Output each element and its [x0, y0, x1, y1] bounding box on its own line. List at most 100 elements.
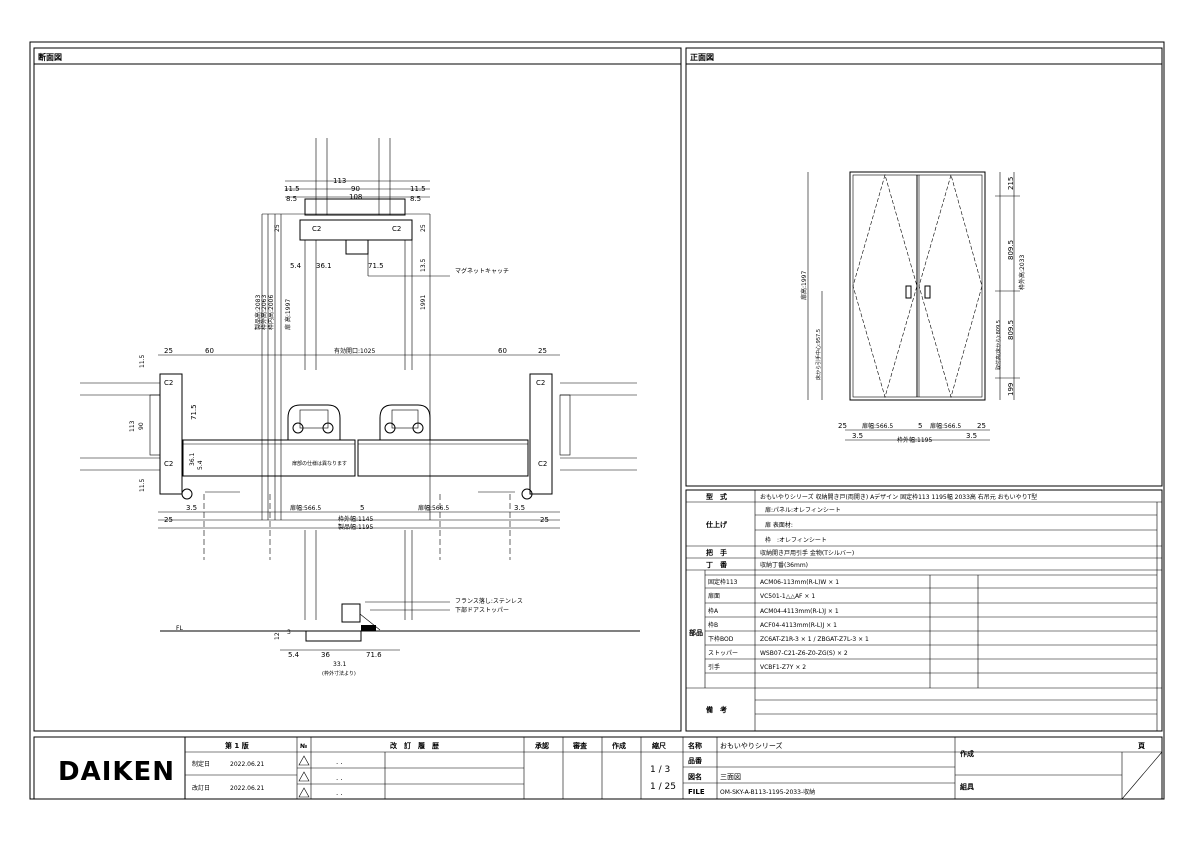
spec-handle-value: 収納開き戸用引手 金物(Tシルバー): [760, 549, 854, 557]
dim-c2-right: C2: [392, 225, 401, 233]
section-plan: 25 60 有効開口:1025 60 25 11.5 C2 71.5 113: [80, 347, 637, 560]
dim-11-5-left: 11.5: [284, 185, 300, 193]
elev-bottom-25-right: 25: [977, 422, 986, 430]
spec-notes-label: 備 考: [706, 705, 727, 714]
part-code: ZC6AT-Z1R-3 × 1 / ZBGAT-Z7L-3 × 1: [760, 636, 869, 643]
dim-71-5-head: 71.5: [368, 262, 384, 270]
jamb-c2-1: C2: [164, 379, 173, 387]
number-label: 品番: [688, 756, 703, 765]
drawing-value: 三面図: [720, 773, 741, 781]
scale-2: 1 / 25: [650, 782, 676, 792]
review-header: 審査: [572, 741, 588, 750]
elev-door-width-left: 扉幅:566.5: [862, 422, 893, 430]
dim-5-4: 5.4: [290, 262, 302, 270]
sill-note: (枠外寸法より): [322, 670, 356, 677]
file-value: OM-SKY-A-B113-1195-2033-収納: [720, 788, 815, 796]
elev-outer-width: 枠外幅:1195: [897, 436, 932, 444]
elev-dim-215: 215: [1007, 177, 1015, 190]
part-code: ACM06-113mm(R-L)W × 1: [760, 579, 839, 586]
handle-right: [379, 404, 431, 440]
dim-25-right: 25: [538, 347, 547, 355]
jamb-c2-3: C2: [536, 379, 545, 387]
create-date-label: 制定日: [192, 760, 210, 768]
sill-36: 36: [321, 651, 330, 659]
section-sill: フランス落し:ステンレス 下部ドアストッパー FL 12 3 5.4 36 71…: [160, 530, 640, 677]
part-name: 引手: [708, 663, 720, 671]
title-block: DAIKEN 第 1 版 № 改 訂 履 歴 承認 審査 作成 縮尺 制定日 2…: [33, 736, 1163, 800]
dim-1991: 1991: [420, 295, 427, 310]
revision-dots: . .: [336, 758, 343, 766]
dim-8-5-left: 8.5: [286, 195, 297, 203]
page-label: 頁: [1138, 742, 1145, 750]
sill-5-4: 5.4: [288, 651, 300, 659]
part-code: WSB07-C21-Z6-Z0-ZG(S) × 2: [760, 650, 848, 657]
elev-install-height: 取付高(床から):809.5: [995, 320, 1002, 370]
spec-handle-label: 把 手: [706, 548, 727, 557]
spec-model-label: 型 式: [706, 492, 727, 501]
dim-c2-left: C2: [312, 225, 321, 233]
elev-door-height: 扉高:1997: [800, 271, 808, 300]
elev-bottom-3-5-left: 3.5: [852, 432, 863, 440]
elevation-title: 正面図: [690, 53, 714, 62]
dim-113: 113: [333, 177, 346, 185]
bottom-outer-width: 枠外幅:1145: [338, 515, 373, 523]
door-stopper-label: 下部ドアストッパー: [455, 606, 509, 614]
handle-left: [287, 404, 341, 440]
section-title: 断面図: [38, 52, 62, 62]
dim-108: 108: [349, 193, 362, 201]
dim-25-head-right: 25: [420, 224, 427, 232]
bottom-product-width: 製品幅:1195: [338, 523, 373, 531]
elev-bottom-5: 5: [918, 422, 922, 430]
warning-icon: [298, 771, 310, 782]
bottom-25-right: 25: [540, 516, 549, 524]
jamb-c2-2: C2: [164, 460, 173, 468]
spec-finish-line-1: 扉:パネル:オレフィンシート: [765, 506, 841, 514]
jamb-71-5: 71.5: [190, 404, 198, 420]
elev-outer-height: 枠外高:2033: [1018, 255, 1026, 290]
magnet-catch-label: マグネットキャッチ: [455, 267, 509, 275]
revision-history-header: 改 訂 履 歴: [390, 741, 439, 750]
name-value: おもいやりシリーズ: [720, 741, 783, 750]
elevation-panel: 正面図 215 809.5 809.5 199 枠外高:2033 取付高(床から…: [685, 47, 1163, 487]
create-date: 2022.06.21: [230, 761, 265, 768]
french-bolt-label: フランス落し:ステンレス: [455, 597, 523, 605]
elev-bottom-25-left: 25: [838, 422, 847, 430]
dim-25-head: 25: [274, 224, 281, 232]
spec-finish-line-3: 枠 :オレフィンシート: [765, 536, 827, 544]
dim-effective-opening: 有効開口:1025: [334, 347, 375, 355]
create-header: 作成: [612, 741, 626, 750]
dim-13-5: 13.5: [420, 258, 427, 272]
elev-handle-height: 床から引手中心:957.5: [815, 329, 822, 380]
dim-11-5-right: 11.5: [410, 185, 426, 193]
author-label: 作成: [960, 749, 974, 758]
bottom-3-5-right: 3.5: [514, 504, 525, 512]
dim-11-5-side: 11.5: [139, 354, 146, 368]
dim-25-left: 25: [164, 347, 173, 355]
elev-dim-809-5-upper: 809.5: [1007, 240, 1015, 260]
elev-dim-809-5-lower: 809.5: [1007, 320, 1015, 340]
approver-label: 組具: [960, 782, 974, 791]
bottom-door-width-right: 扉幅:566.5: [418, 504, 449, 512]
part-name: 枠B: [708, 621, 718, 629]
part-code: ACM04-4113mm(R-L)J × 1: [760, 608, 839, 615]
revision-dots: . .: [336, 774, 343, 782]
file-label: FILE: [688, 788, 705, 796]
dim-90: 90: [351, 185, 360, 193]
part-code: ACF04-4113mm(R-L)J × 1: [760, 622, 837, 629]
spec-table: 型 式 おもいやりシリーズ 収納開き戸(両開き) Aデザイン 固定枠113 11…: [685, 489, 1163, 732]
section-panel: 断面図 113 90 108 11.5 11.5: [33, 47, 682, 732]
revision-dots: . .: [336, 789, 343, 797]
spec-parts-label: 部品: [689, 628, 703, 637]
dim-60-right: 60: [498, 347, 507, 355]
dim-8-5-right: 8.5: [410, 195, 421, 203]
scale-1: 1 / 3: [650, 765, 670, 775]
dim-inner-height: 枠内高:2006: [267, 295, 275, 330]
dim-outer-height: 枠外高:2063: [260, 295, 268, 330]
elev-door-width-right: 扉幅:566.5: [930, 422, 961, 430]
name-label: 名称: [688, 741, 702, 750]
drawing-label: 図名: [688, 772, 702, 781]
warning-icon: [298, 787, 310, 798]
dim-door-height: 扉 高:1997: [284, 299, 292, 330]
bottom-door-width-left: 扉幅:566.5: [290, 504, 321, 512]
